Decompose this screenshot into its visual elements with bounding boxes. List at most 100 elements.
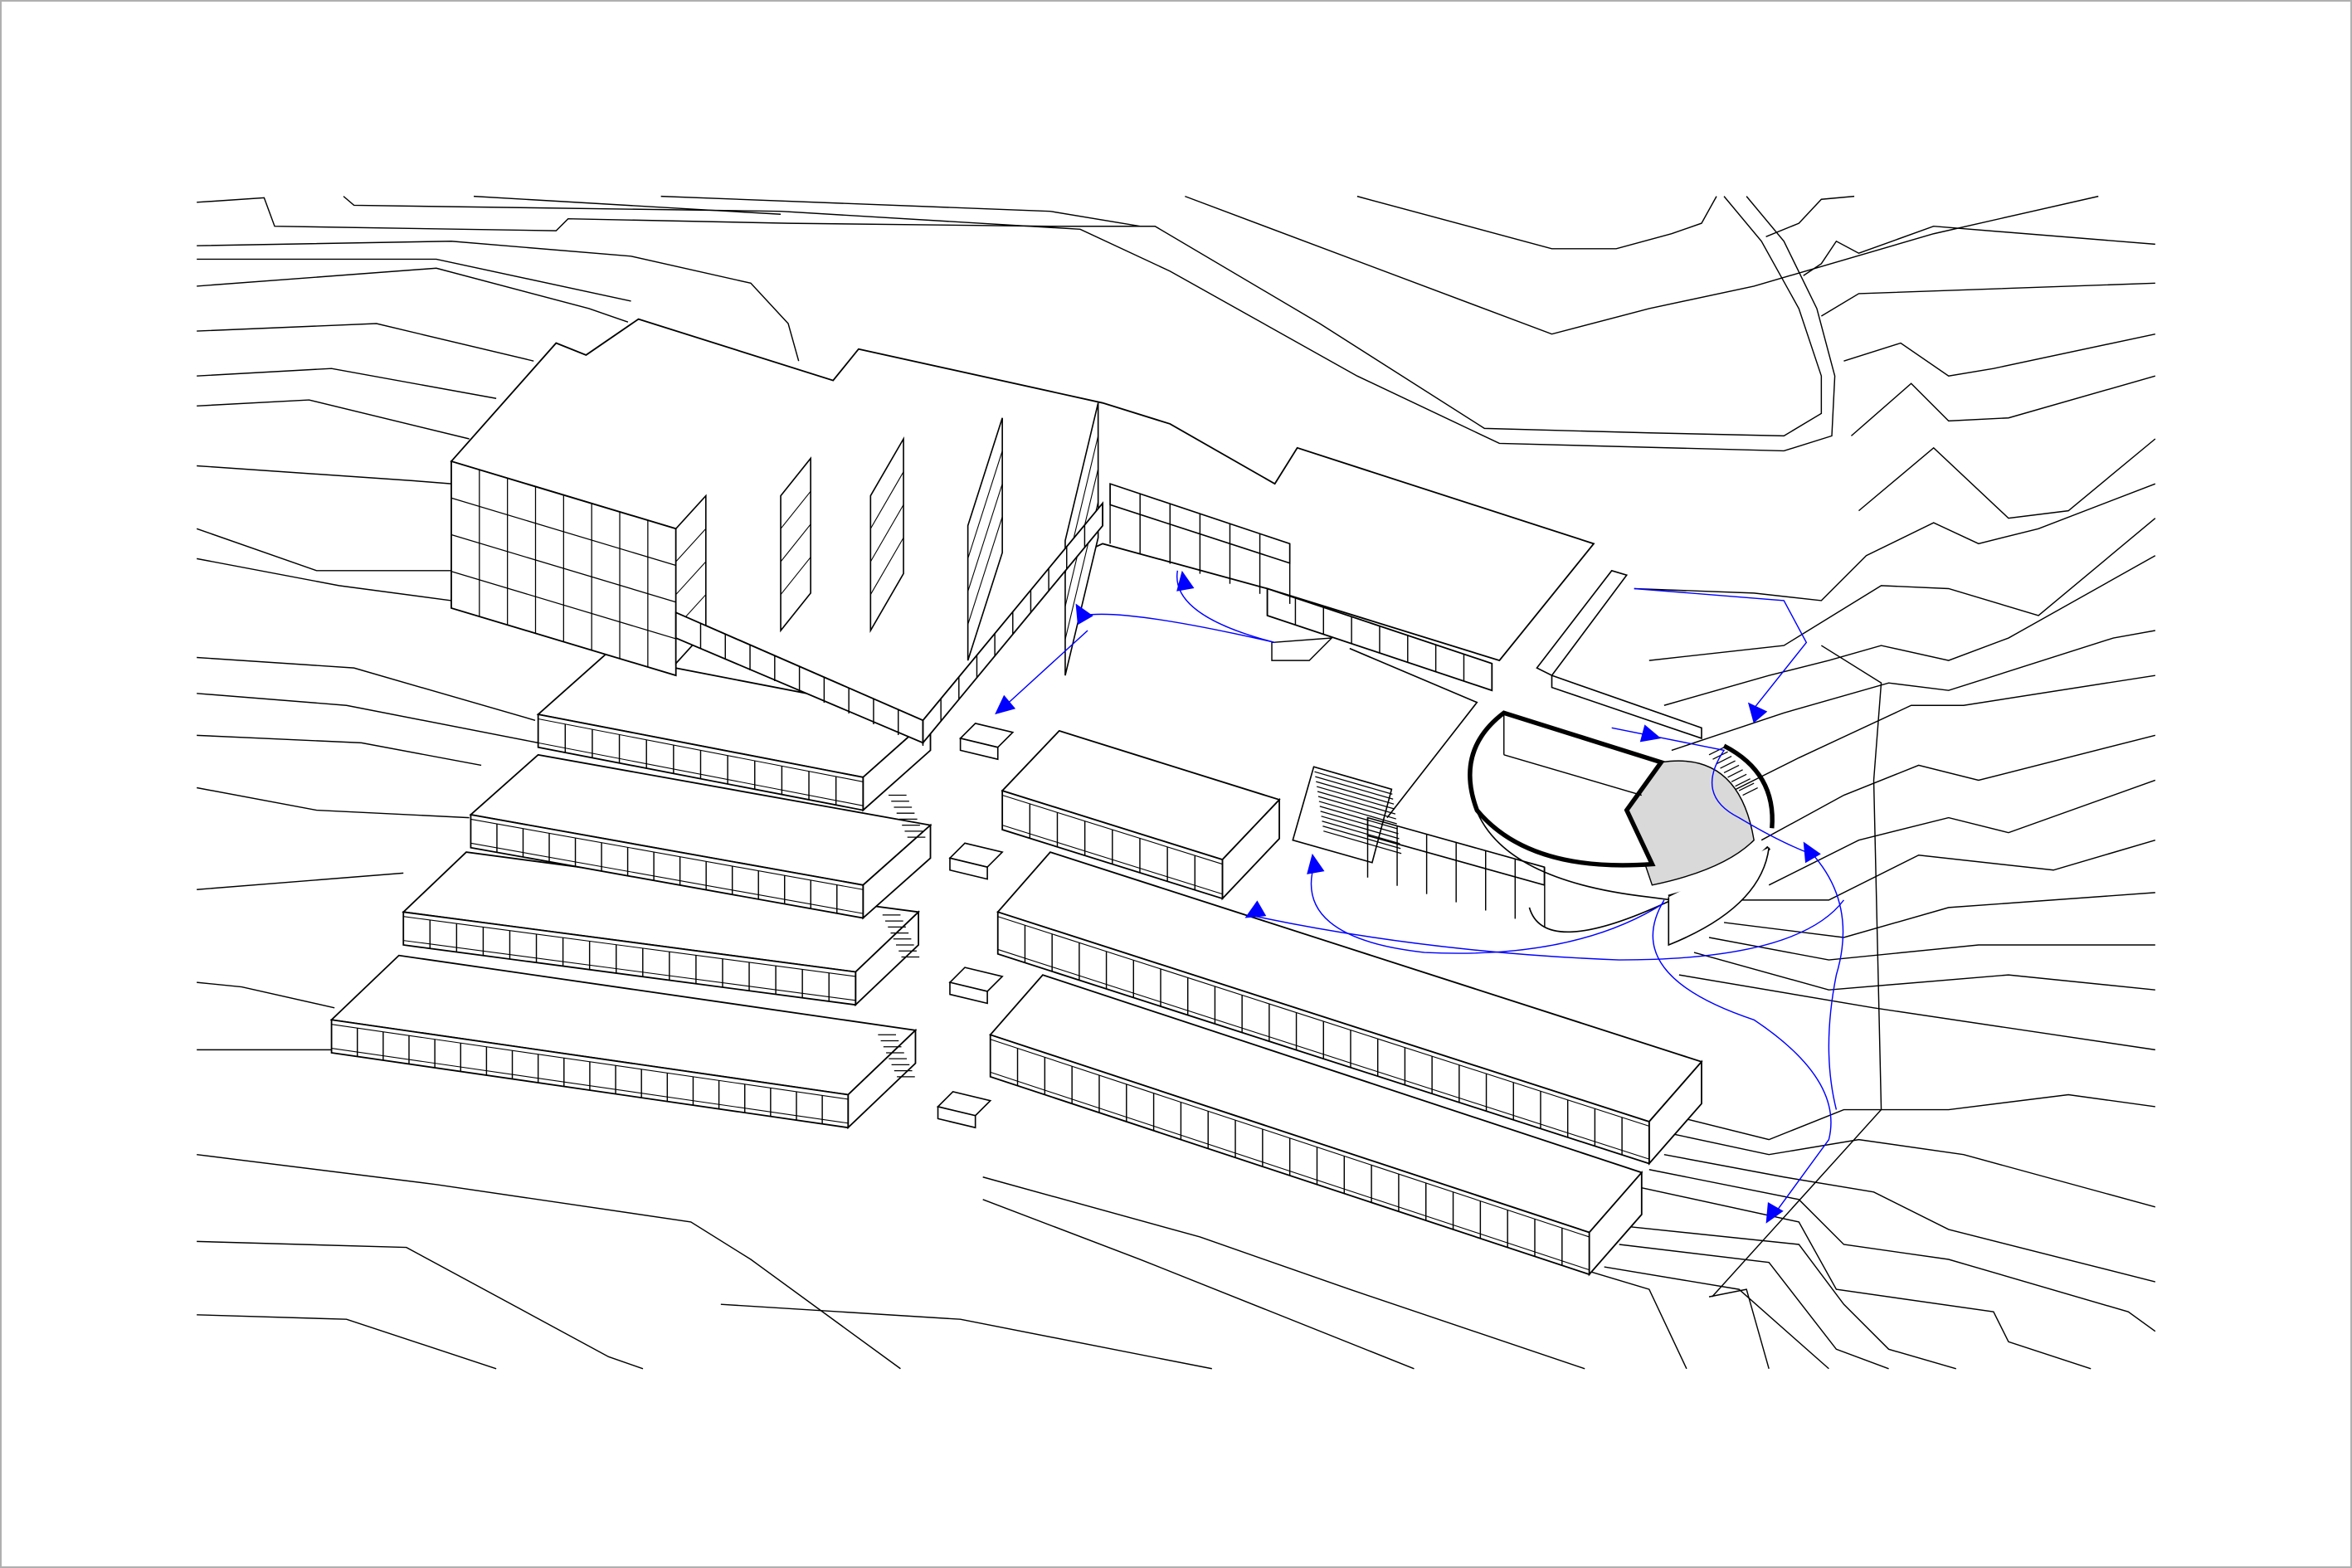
- contour-line: [1768, 779, 2156, 886]
- circulation-path: [1805, 847, 1844, 1110]
- floor-line: [869, 504, 904, 562]
- theatre-stage-block: [1468, 710, 1665, 868]
- floor-line: [780, 557, 811, 596]
- contour-line: [1589, 1270, 1687, 1370]
- contour-line: [474, 195, 782, 216]
- theatre-curved-wall: [1668, 847, 1770, 947]
- contour-line: [197, 368, 497, 399]
- contour-line: [343, 196, 1836, 452]
- theatre-outer-wall: [1722, 743, 1775, 829]
- contour-line: [197, 465, 452, 485]
- skylight-base: [949, 857, 988, 880]
- classroom-bar-3-facade: [470, 813, 864, 919]
- direction-arrow-icon: [995, 694, 1016, 715]
- stair-tread: [1322, 821, 1400, 845]
- main-stair: [1292, 766, 1393, 864]
- direction-arrow-icon: [1244, 900, 1267, 918]
- contour-line: [1820, 282, 2155, 317]
- theatre-stair-tread: [1735, 778, 1751, 787]
- east-walkway-rail: [1551, 674, 1702, 740]
- contour-line: [720, 1303, 1212, 1370]
- contour-line: [1693, 952, 2155, 991]
- floor-line: [869, 537, 904, 595]
- floor-line: [967, 483, 1003, 592]
- contour-line: [1626, 1184, 2091, 1370]
- circulation-path: [1249, 899, 1845, 961]
- contour-line: [197, 558, 452, 601]
- contour-line: [982, 1199, 1415, 1370]
- contour-line: [197, 656, 536, 721]
- classroom-bar-3-facade-line: [470, 842, 864, 914]
- upper-stair: [1271, 637, 1334, 661]
- contour-line: [1858, 438, 2156, 519]
- court-ramp-edge: [1349, 647, 1478, 819]
- contour-line: [197, 323, 534, 362]
- contour-line: [1765, 195, 1855, 238]
- classroom-bar-2-facade: [402, 911, 857, 1006]
- contour-line: [1760, 734, 2156, 841]
- contour-line: [197, 241, 800, 362]
- contour-line: [660, 195, 1141, 227]
- contour-line: [1723, 892, 2155, 938]
- stair-tread: [1316, 781, 1395, 805]
- contour-line: [1663, 1131, 2156, 1208]
- circulation-path: [1176, 570, 1275, 644]
- contour-line: [197, 258, 631, 302]
- contour-line: [1723, 674, 2155, 796]
- theatre-base-wall: [1468, 712, 1674, 933]
- circulation-path: [1652, 899, 1832, 1218]
- contour-line: [1648, 1093, 2155, 1141]
- floor-line: [967, 450, 1003, 559]
- stair-tread: [1317, 796, 1396, 820]
- stair-tread: [1320, 811, 1399, 835]
- skylight-base: [949, 981, 988, 1005]
- contour-line: [1678, 974, 2155, 1051]
- theatre-stair-tread: [1731, 773, 1747, 782]
- contour-line: [1803, 225, 2155, 276]
- theatre-seating-bowl: [1625, 760, 1755, 886]
- contour-line: [197, 734, 482, 767]
- contour-line: [197, 693, 538, 744]
- amphitheatre-building: [1468, 710, 1775, 947]
- theatre-stair-tread: [1727, 769, 1743, 778]
- contour-line: [1619, 1244, 1889, 1370]
- contour-line: [197, 267, 629, 323]
- direction-arrow-icon: [1075, 603, 1093, 626]
- floor-line: [675, 528, 707, 562]
- direction-arrow-icon: [1176, 570, 1195, 592]
- stage-edge: [1503, 754, 1642, 796]
- contour-line: [1356, 195, 1717, 250]
- classroom-bar-2-facade-line: [403, 940, 856, 1001]
- stair-tread: [1323, 830, 1402, 855]
- contour-line: [1850, 375, 2156, 436]
- courtyard-facade: [780, 456, 811, 633]
- contour-line: [197, 981, 335, 1009]
- classroom-bar-2-facade-line: [403, 916, 856, 977]
- direction-arrow-icon: [1747, 702, 1768, 723]
- contour-line: [1739, 839, 2156, 901]
- skylight-base: [959, 737, 999, 761]
- direction-arrow-icon: [1307, 853, 1325, 874]
- circulation-paths: [995, 570, 1845, 1224]
- classroom-bar-3-facade-line: [470, 818, 864, 890]
- floor-line: [967, 516, 1003, 625]
- theatre-stair-tread: [1716, 756, 1732, 765]
- contour-line: [197, 1314, 497, 1370]
- contour-line: [197, 399, 470, 440]
- stair-tread: [1316, 786, 1395, 810]
- stair-tread: [1317, 791, 1396, 815]
- contour-line: [1663, 555, 2156, 706]
- contour-line: [982, 1176, 1585, 1370]
- contour-line: [197, 1153, 901, 1370]
- contour-line: [1708, 937, 2155, 961]
- contour-line: [1626, 1225, 1956, 1370]
- circulation-path: [1083, 613, 1275, 644]
- floor-line: [869, 471, 904, 529]
- circulation-path: [1310, 860, 1665, 954]
- stair-tread: [1322, 825, 1401, 850]
- contour-line: [1671, 630, 2155, 752]
- theatre-stair-tread: [1720, 760, 1736, 769]
- direction-arrow-icon: [1765, 1201, 1784, 1224]
- direction-arrow-icon: [1803, 841, 1821, 864]
- floor-line: [780, 523, 811, 562]
